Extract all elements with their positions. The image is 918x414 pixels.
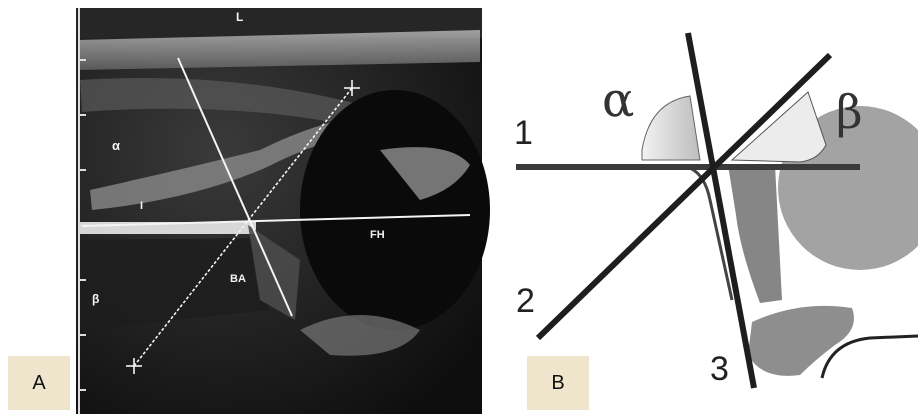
label-ba: BA bbox=[230, 273, 246, 285]
triradiate-cartilage-shape bbox=[748, 306, 854, 376]
ultrasound-panel: L α I FH BA β bbox=[76, 8, 490, 414]
label-ilium: I bbox=[140, 200, 143, 212]
label-fh: FH bbox=[370, 229, 385, 241]
panel-label-a: A bbox=[8, 356, 70, 410]
schematic-panel: 1 2 3 α β bbox=[514, 33, 918, 388]
femoral-head-dark-area bbox=[300, 90, 490, 330]
line-2-number: 2 bbox=[516, 282, 535, 320]
label-beta: β bbox=[92, 292, 99, 306]
panel-label-b: B bbox=[527, 356, 589, 410]
line-3-number: 3 bbox=[710, 350, 729, 388]
alpha-angle-wedge bbox=[642, 96, 700, 160]
label-l: L bbox=[236, 10, 243, 24]
alpha-symbol: α bbox=[602, 72, 634, 128]
label-alpha: α bbox=[112, 138, 120, 153]
line-1-number: 1 bbox=[514, 114, 533, 152]
beta-symbol: β bbox=[836, 85, 863, 139]
